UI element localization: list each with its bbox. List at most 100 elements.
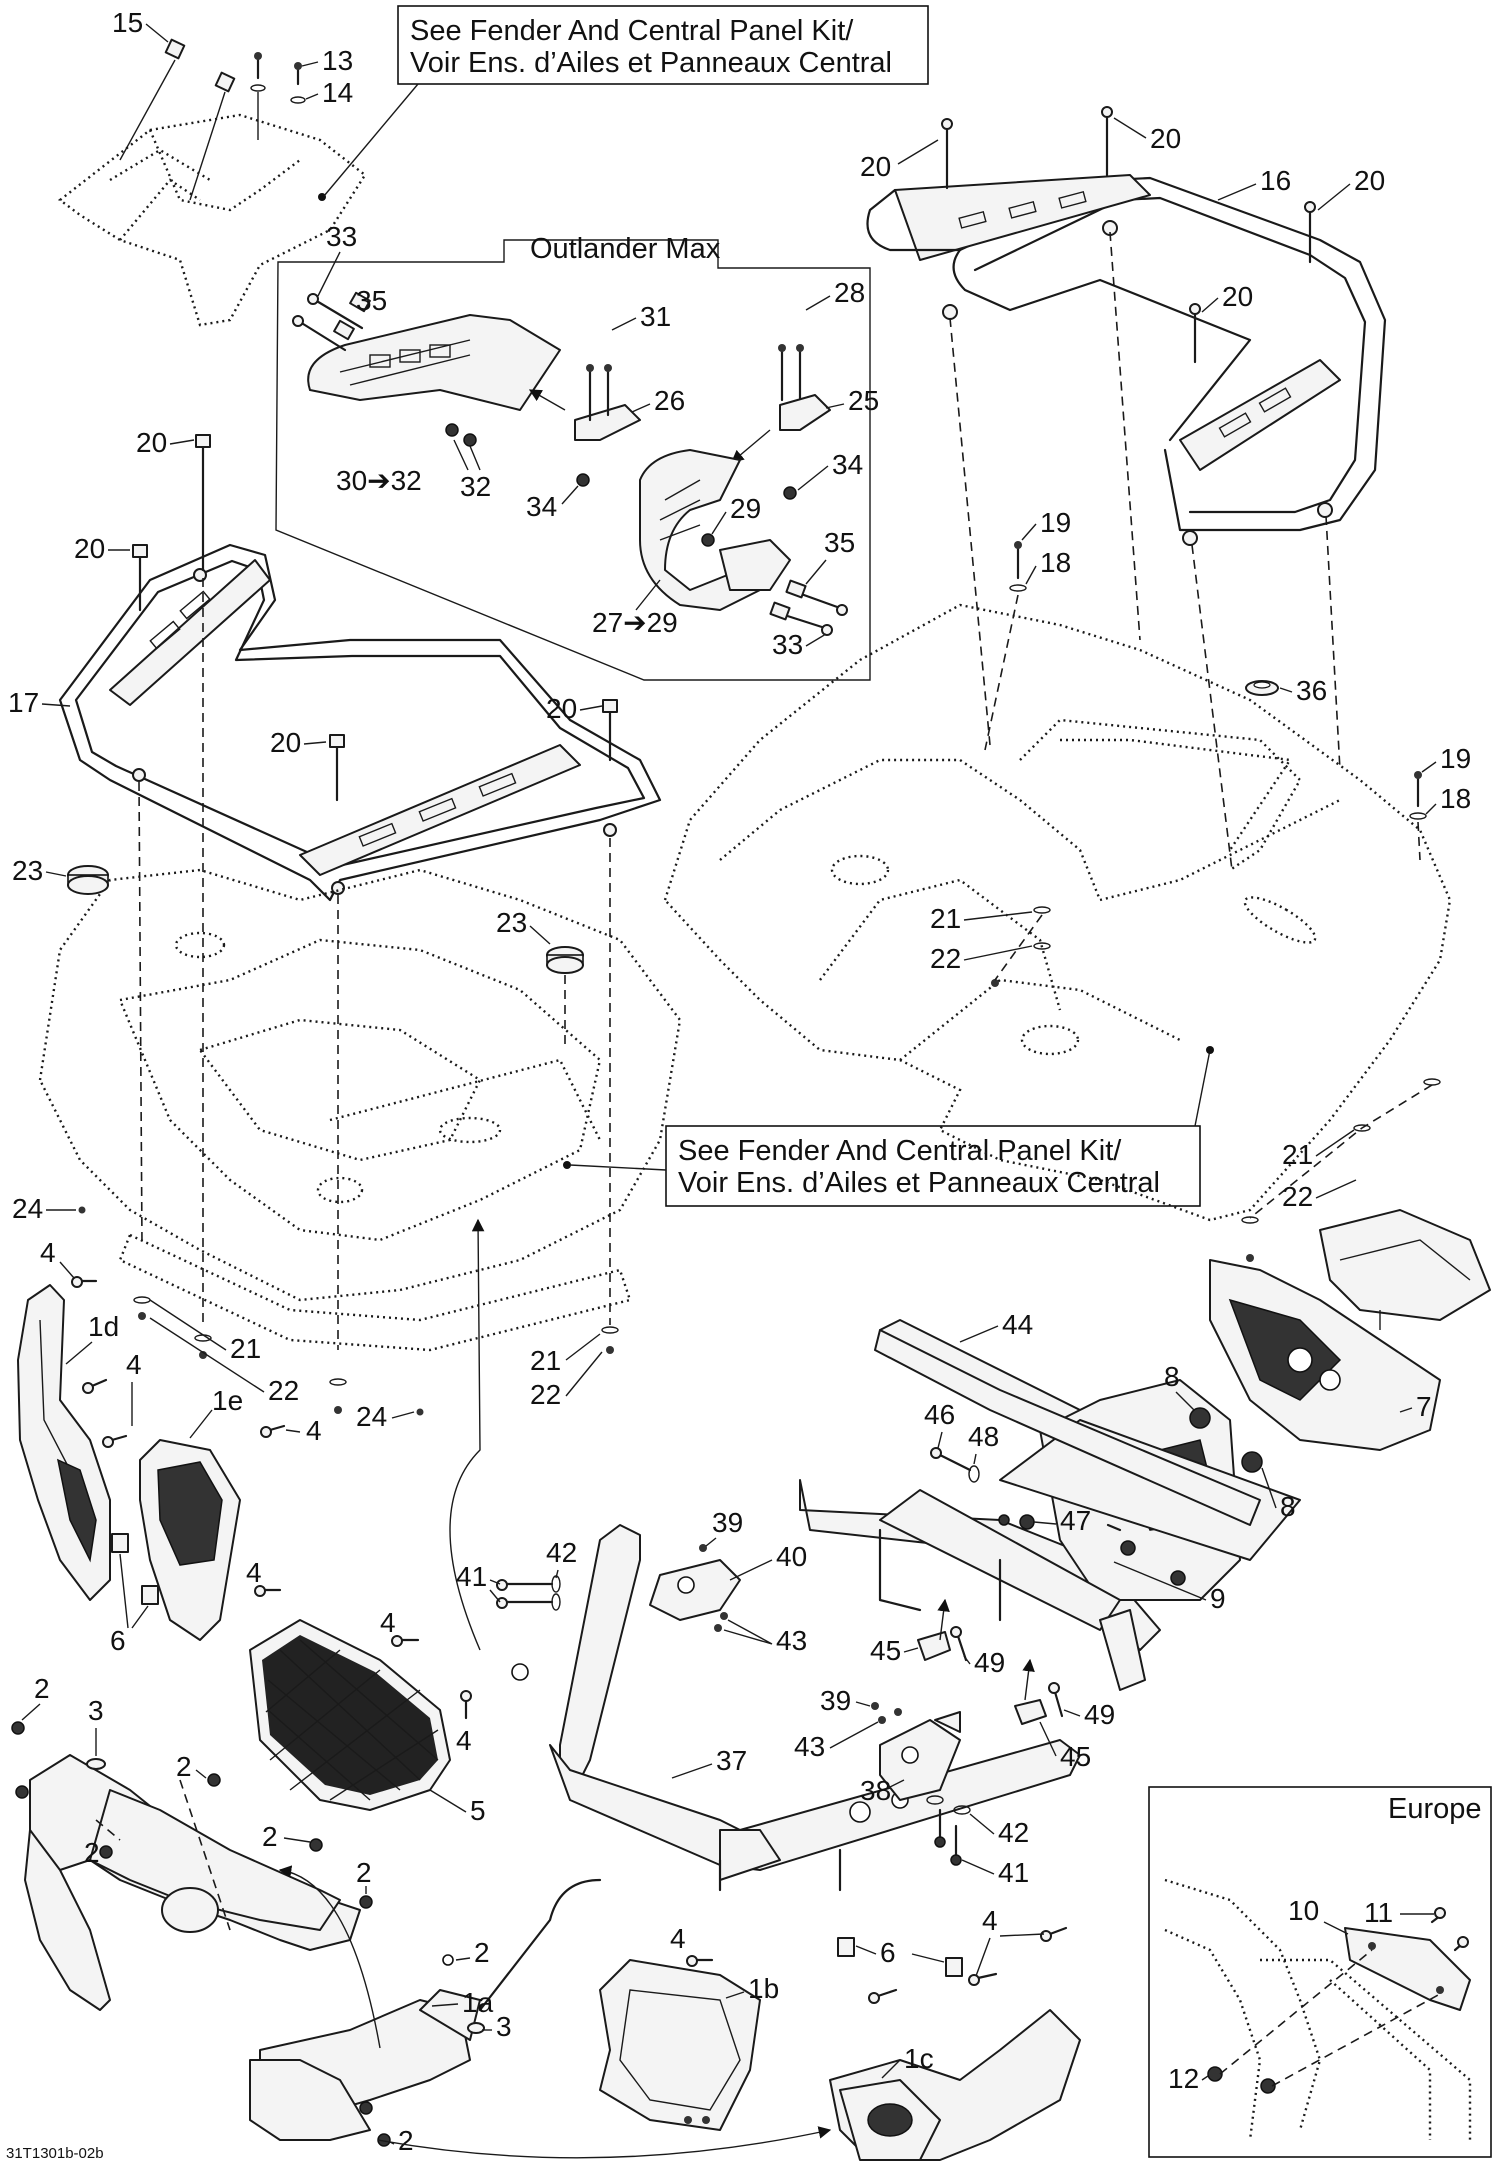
- callout-20g: 20: [270, 727, 301, 758]
- side-panel-1b: [599, 1955, 761, 2131]
- callout-19a: 19: [1040, 507, 1071, 538]
- callout-11: 11: [1364, 1897, 1393, 1928]
- callout-20b: 20: [1150, 123, 1181, 154]
- clips-6-left: [71, 1276, 286, 1605]
- callout-4c: 4: [306, 1415, 322, 1446]
- callout-49a: 49: [974, 1647, 1005, 1678]
- crossbar-44: [874, 1329, 1261, 1526]
- callout-24b: 24: [356, 1401, 387, 1432]
- front-bumper-frame-37: [511, 1524, 1081, 1892]
- callout-10: 10: [1288, 1895, 1319, 1926]
- callout-2g: 2: [398, 2125, 414, 2156]
- callout-43a: 43: [776, 1625, 807, 1656]
- callout-2e: 2: [84, 1837, 100, 1868]
- rear-rack-alignment-lines: [949, 231, 1341, 871]
- front-frame-beam: [118, 1233, 632, 1352]
- callout-46: 46: [924, 1399, 955, 1430]
- europe-inset: Europe: [1148, 1786, 1492, 2158]
- callout-4h: 4: [982, 1905, 998, 1936]
- callout-2b: 2: [176, 1751, 192, 1782]
- callout-20a: 20: [860, 151, 891, 182]
- callout-7: 7: [1416, 1391, 1432, 1422]
- callout-18a: 18: [1040, 547, 1071, 578]
- bracket-7: [1189, 1209, 1491, 1473]
- kit-note-top: See Fender And Central Panel Kit/ Voir E…: [323, 5, 929, 197]
- callout-1c: 1c: [904, 2043, 934, 2074]
- top-left-fender-piece: [58, 113, 367, 327]
- callout-26: 26: [654, 385, 685, 416]
- front-fender: [38, 868, 682, 1302]
- callout-41a: 41: [456, 1561, 487, 1592]
- callout-1e: 1e: [212, 1385, 243, 1416]
- callout-37: 37: [716, 1745, 747, 1776]
- callout-5: 5: [470, 1795, 486, 1826]
- callout-8b: 8: [1280, 1491, 1296, 1522]
- callout-39b: 39: [820, 1685, 851, 1716]
- outlander-max-label: Outlander Max: [530, 233, 721, 265]
- callout-1a: 1a: [462, 1987, 494, 2018]
- callout-4a: 4: [40, 1237, 56, 1268]
- rear-fender: [663, 603, 1452, 1222]
- callout-22d: 22: [530, 1379, 561, 1410]
- rear-fender-fasteners: [984, 541, 1441, 1262]
- europe-label: Europe: [1388, 1793, 1482, 1825]
- callout-31: 31: [640, 301, 671, 332]
- callout-33a: 33: [326, 221, 357, 252]
- callout-12: 12: [1168, 2063, 1199, 2094]
- clamps-45-49: [917, 1598, 1064, 1725]
- callout-17: 17: [8, 687, 39, 718]
- callout-24a: 24: [12, 1193, 43, 1224]
- callout-48: 48: [968, 1421, 999, 1452]
- callout-4g: 4: [670, 1923, 686, 1954]
- callout-2a: 2: [34, 1673, 50, 1704]
- callout-3b: 3: [496, 2011, 512, 2042]
- fascia-fasteners-2-3: [11, 1721, 485, 2147]
- kit-note-mid: See Fender And Central Panel Kit/ Voir E…: [569, 1049, 1211, 1207]
- callout-19b: 19: [1440, 743, 1471, 774]
- callout-16: 16: [1260, 165, 1291, 196]
- callout-20f: 20: [74, 533, 105, 564]
- callout-21c: 21: [230, 1333, 261, 1364]
- callout-43b: 43: [794, 1731, 825, 1762]
- callout-1b: 1b: [748, 1973, 779, 2004]
- side-panel-1d: [17, 1284, 111, 1601]
- callout-27-29: 27➔29: [592, 607, 678, 638]
- callout-44: 44: [1002, 1309, 1033, 1340]
- callout-28: 28: [834, 277, 865, 308]
- callout-3a: 3: [88, 1695, 104, 1726]
- diagram-id: 31T1301b-02b: [6, 2145, 104, 2162]
- callout-45a: 45: [870, 1635, 901, 1666]
- callout-47: 47: [1060, 1505, 1091, 1536]
- kit-note-mid-line1: See Fender And Central Panel Kit/: [678, 1135, 1122, 1167]
- callout-6b: 6: [880, 1937, 896, 1968]
- callout-20d: 20: [1222, 281, 1253, 312]
- callout-39a: 39: [712, 1507, 743, 1538]
- callout-1d: 1d: [88, 1311, 119, 1342]
- callout-34a: 34: [526, 491, 557, 522]
- callout-4e: 4: [380, 1607, 396, 1638]
- callout-36: 36: [1296, 675, 1327, 706]
- front-fascia-1a: [24, 1754, 602, 2141]
- callout-22b: 22: [1282, 1181, 1313, 1212]
- callout-4d: 4: [246, 1557, 262, 1588]
- callout-6a: 6: [110, 1625, 126, 1656]
- front-grille-5: [249, 1585, 472, 1811]
- callout-34b: 34: [832, 449, 863, 480]
- callout-45b: 45: [1060, 1741, 1091, 1772]
- callout-2f: 2: [474, 1937, 490, 1968]
- callout-42a: 42: [546, 1537, 577, 1568]
- callout-29: 29: [730, 493, 761, 524]
- callout-21a: 21: [930, 903, 961, 934]
- callout-21b: 21: [1282, 1139, 1313, 1170]
- outlander-max-inset: Outlander Max: [275, 233, 871, 681]
- side-panel-1e: [139, 1439, 241, 1641]
- bracket-38: [871, 1702, 961, 1801]
- callout-23a: 23: [12, 855, 43, 886]
- front-rack-17: [58, 434, 662, 902]
- callout-41b: 41: [998, 1857, 1029, 1888]
- callout-4f: 4: [456, 1725, 472, 1756]
- callout-49b: 49: [1084, 1699, 1115, 1730]
- callout-42b: 42: [998, 1817, 1029, 1848]
- callout-35b: 35: [824, 527, 855, 558]
